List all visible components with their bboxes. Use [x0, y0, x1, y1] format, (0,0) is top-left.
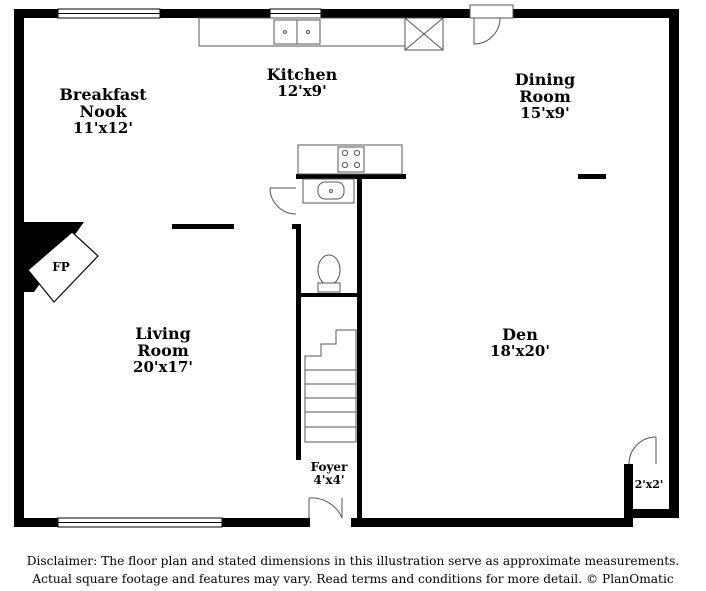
- disclaimer-line1: Disclaimer: The floor plan and stated di…: [26, 554, 680, 568]
- room-dimensions: 11'x12': [73, 118, 133, 137]
- powder-room-fixtures: [302, 178, 355, 293]
- room-dimensions: 2'x2': [634, 478, 664, 491]
- stairs: [304, 329, 357, 443]
- room-name: Kitchen: [266, 65, 338, 84]
- room-dimensions: 18'x20': [490, 341, 550, 360]
- kitchen-label: Kitchen 12'x9': [252, 65, 352, 100]
- den-label: Den 18'x20': [470, 325, 570, 360]
- floor-plan: [14, 4, 679, 528]
- room-name-line1: Breakfast: [59, 85, 147, 104]
- kitchen-island: [297, 144, 403, 175]
- disclaimer: Disclaimer: The floor plan and stated di…: [0, 552, 706, 588]
- room-dimensions: 15'x9': [520, 103, 570, 122]
- room-name-line2: Room: [137, 340, 189, 360]
- disclaimer-line2: Actual square footage and features may v…: [32, 572, 674, 586]
- room-name-line1: Living: [135, 324, 191, 343]
- fireplace-label: FP: [44, 261, 78, 274]
- closet-label: 2'x2': [629, 479, 669, 491]
- living-room-label: Living Room 20'x17': [103, 324, 223, 376]
- room-dimensions: 4'x4': [313, 472, 345, 487]
- foyer-label: Foyer 4'x4': [300, 461, 358, 486]
- windows: [57, 8, 322, 528]
- breakfast-nook-label: Breakfast Nook 11'x12': [43, 85, 163, 137]
- room-name-line1: Dining: [514, 70, 576, 89]
- exterior-walls: [14, 9, 679, 527]
- fireplace: [27, 231, 99, 303]
- room-name-line2: Room: [519, 86, 571, 106]
- dining-room-label: Dining Room 15'x9': [485, 70, 605, 122]
- room-dimensions: 12'x9': [277, 81, 327, 100]
- room-dimensions: 20'x17': [133, 357, 193, 376]
- kitchen-counter: [198, 17, 444, 51]
- fireplace-text: FP: [52, 260, 70, 274]
- room-name: Foyer: [310, 460, 348, 474]
- room-name: Den: [502, 325, 538, 344]
- doors: [269, 4, 657, 519]
- room-name-line2: Nook: [79, 101, 127, 121]
